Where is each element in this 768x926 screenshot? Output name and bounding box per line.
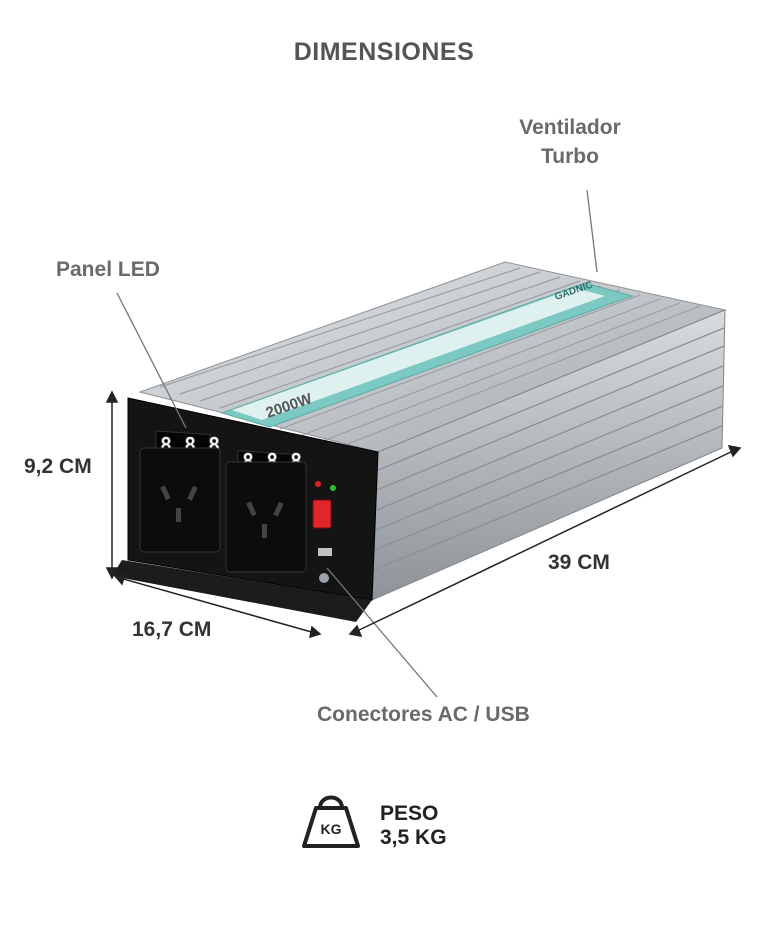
width-dimension-arrow [113,573,322,639]
fan-leader-line [586,189,598,273]
fan-callout-line1: Ventilador [519,116,621,139]
connectors-leader-line [326,567,438,698]
length-dimension-arrow [348,445,742,637]
height-dimension-arrow [105,390,119,580]
height-dimension-label: 9,2 CM [24,455,92,478]
led-panel-callout: Panel LED [56,258,160,281]
length-dimension-label: 39 CM [548,551,610,574]
connectors-callout: Conectores AC / USB [317,703,530,726]
weight-label: PESO [380,802,439,825]
power-switch [312,499,332,529]
fan-callout-line2: Turbo [541,145,599,168]
ac-socket-2 [225,461,307,573]
weight-icon-label: KG [321,821,342,837]
side-fins [373,327,725,571]
mounting-bracket [112,560,372,622]
usb-port [318,548,332,556]
weight-value: 3,5 KG [380,826,447,849]
led-leader-line [116,292,187,429]
weight-info: KG PESO 3,5 KG [300,790,500,860]
page-title: DIMENSIONES [293,38,475,66]
kettlebell-weight-icon: KG [302,795,360,848]
weight-text: PESO 3,5 KG [380,802,447,850]
ac-socket-1 [139,447,221,553]
width-dimension-label: 16,7 CM [132,618,212,641]
fan-callout: Ventilador Turbo [500,113,640,171]
